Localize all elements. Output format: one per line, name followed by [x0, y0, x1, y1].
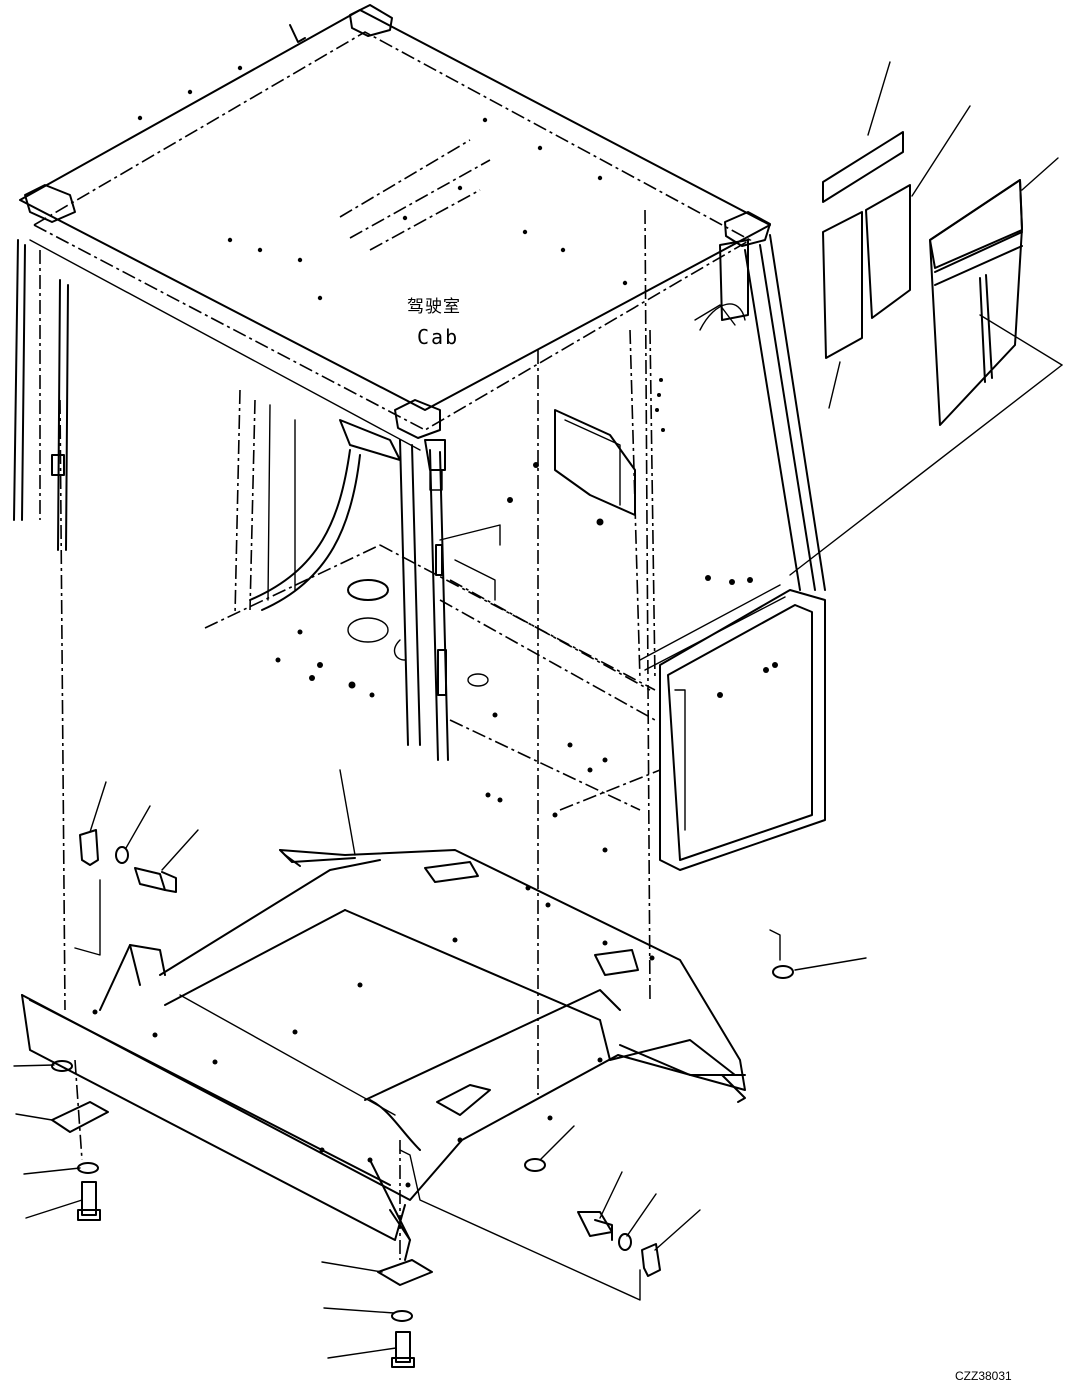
cab-floor — [51, 409, 826, 871]
glass-panel-mid — [865, 184, 911, 319]
washer — [391, 1310, 413, 1322]
mount-rubber — [772, 965, 794, 979]
washer — [618, 1233, 632, 1251]
washer — [115, 846, 129, 864]
base-frame — [21, 849, 746, 1261]
mount-plate — [51, 1101, 109, 1133]
drawing-code: CZZ38031 — [955, 1369, 1012, 1383]
bolt — [134, 867, 166, 891]
glass-panels — [789, 131, 1063, 576]
mount-rubber — [51, 1060, 73, 1072]
cab-label-english: Cab — [417, 325, 460, 349]
window-assembly — [929, 179, 1023, 426]
mount-rubber — [524, 1158, 546, 1172]
glass-panel-left — [822, 211, 863, 359]
fasteners — [51, 829, 794, 1368]
assembly-lines — [59, 209, 781, 1301]
cab-frame — [13, 234, 826, 761]
cab-label-chinese: 驾驶室 — [407, 297, 461, 317]
clamp-bracket — [79, 829, 99, 866]
glass-strip — [822, 131, 904, 203]
mount-plate — [377, 1259, 433, 1286]
clamp-bracket — [641, 1243, 661, 1277]
leader-lines — [13, 61, 1059, 1359]
bolt — [81, 1181, 97, 1216]
washer — [77, 1162, 99, 1174]
bolt — [395, 1331, 411, 1363]
cab-roof — [19, 4, 771, 451]
